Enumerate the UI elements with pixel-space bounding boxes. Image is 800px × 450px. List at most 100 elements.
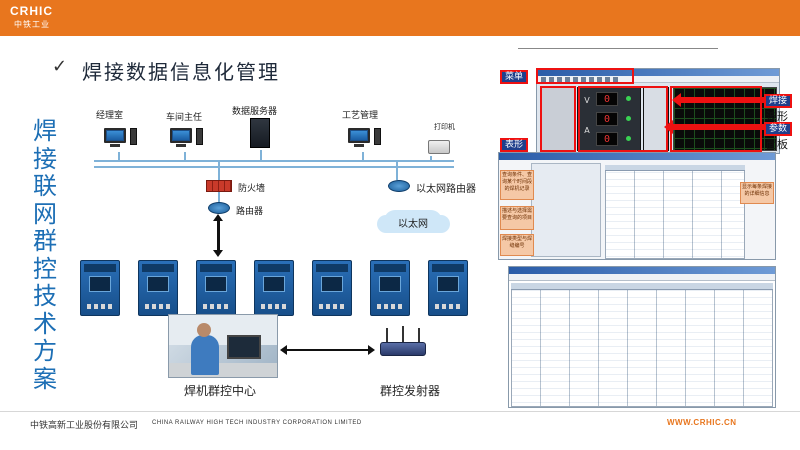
monitor-window: V A 0 0 0 — [536, 68, 780, 154]
arrow-head-down — [213, 250, 223, 257]
arrow-head-right — [368, 345, 375, 355]
digit-display: 0 — [596, 112, 618, 126]
arrow-head-left — [280, 345, 287, 355]
ethernet-router-icon — [388, 180, 410, 192]
query-note: 查询条件、查询某个时间段的焊机记录 — [500, 170, 534, 200]
welder-machine — [138, 260, 178, 316]
select-note: 描述与选择需要查询的项目 — [500, 206, 534, 230]
wave-arrow — [672, 93, 764, 107]
vertical-title-char: 接 — [33, 144, 57, 173]
welder-machine — [428, 260, 468, 316]
antenna-icon — [418, 328, 420, 344]
vertical-title-char: 控 — [33, 254, 57, 283]
welder-machine — [254, 260, 294, 316]
footer-divider — [0, 411, 800, 412]
header-bar — [0, 0, 800, 36]
welder-machine — [370, 260, 410, 316]
weld-tag: 焊接 — [764, 94, 793, 108]
firewall-icon — [206, 180, 232, 192]
antenna-icon — [386, 328, 388, 344]
digit-display: 0 — [596, 132, 618, 146]
param-arrow — [664, 120, 764, 134]
gauge-panel — [541, 87, 575, 151]
network-link — [396, 162, 398, 180]
vertical-title-char: 群 — [33, 227, 57, 255]
control-center-photo — [168, 314, 278, 378]
data-table — [511, 283, 773, 407]
node-label-firewall: 防火墙 — [238, 184, 266, 194]
network-bus — [94, 160, 454, 162]
vertical-title-char: 案 — [33, 364, 57, 393]
amp-label: A — [584, 126, 590, 135]
detail-note: 显示每条焊接的详细信息 — [740, 182, 774, 204]
vertical-title-char: 焊 — [33, 117, 57, 145]
gauge-highlight-box — [540, 86, 576, 152]
vertical-title: 焊 接 联 网 群 控 技 术 方 案 — [30, 117, 60, 393]
bidirectional-arrow — [217, 218, 220, 252]
query-window — [498, 152, 776, 260]
vertical-title-char: 网 — [33, 199, 57, 228]
window-toolbar — [509, 274, 775, 281]
vertical-title-char: 技 — [33, 282, 57, 310]
data-table-window — [508, 266, 776, 408]
bidirectional-arrow — [286, 349, 368, 351]
vertical-title-char: 方 — [33, 337, 57, 365]
panel-label: 面板 — [766, 138, 788, 151]
computer-icon — [348, 122, 388, 152]
window-titlebar — [537, 69, 779, 76]
weld-type-note: 焊接类型与焊缝编号 — [500, 234, 534, 256]
result-table — [605, 165, 745, 259]
window-titlebar — [499, 153, 775, 160]
node-label-transmitter: 群控发射器 — [380, 384, 441, 398]
data-table-header — [511, 283, 773, 290]
printer-icon — [428, 140, 450, 154]
window-titlebar — [509, 267, 775, 274]
computer-icon — [104, 122, 144, 152]
transmitter-icon — [380, 342, 426, 356]
network-link — [260, 150, 262, 162]
network-bus — [94, 166, 454, 168]
node-label-office: 经理室 — [96, 111, 124, 121]
node-label-router: 路由器 — [236, 207, 264, 217]
wave-highlight-box — [670, 86, 762, 152]
menu-highlight-box — [536, 68, 634, 84]
antenna-icon — [402, 326, 404, 342]
param-tag: 参数 — [764, 122, 793, 136]
footer-company-cn: 中铁高新工业股份有限公司 — [30, 421, 139, 431]
check-icon: ✓ — [52, 56, 68, 77]
node-label-control-center: 焊机群控中心 — [184, 384, 257, 398]
volt-label: V — [584, 96, 590, 105]
arrow-head-up — [213, 214, 223, 221]
welder-machine — [80, 260, 120, 316]
status-led — [626, 136, 631, 141]
network-link — [218, 162, 220, 180]
vertical-title-char: 术 — [33, 309, 57, 338]
welder-machine — [312, 260, 352, 316]
node-label-ethernet-router: 以太网路由器 — [416, 184, 476, 195]
status-led — [626, 96, 631, 101]
node-label-data-server: 数据服务器 — [232, 107, 278, 117]
param-highlight-box — [578, 86, 668, 152]
header-divider — [518, 48, 718, 49]
footer-company-en: CHINA RAILWAY HIGH TECH INDUSTRY CORPORA… — [152, 420, 362, 426]
node-label-process-mgmt: 工艺管理 — [342, 111, 379, 121]
node-label-printer: 打印机 — [434, 123, 455, 131]
footer-url-link[interactable]: WWW.CRHIC.CN — [667, 418, 737, 427]
network-link — [362, 152, 364, 162]
param-panel — [643, 87, 669, 151]
window-toolbar — [537, 76, 779, 83]
page-title: 焊接数据信息化管理 — [82, 60, 280, 84]
node-label-ethernet: 以太网 — [398, 219, 428, 230]
menu-tag: 菜单 — [500, 70, 529, 84]
cloud-icon — [384, 210, 442, 232]
vertical-title-char: 联 — [33, 172, 57, 200]
network-diagram: 经理室 车间主任 数据服务器 工艺管理 打印机 防火墙 路由器 以太网路由器 以… — [80, 100, 480, 410]
computer-icon — [170, 122, 210, 152]
network-link — [430, 156, 432, 162]
router-icon — [208, 202, 230, 214]
network-link — [218, 192, 220, 204]
logo-subtext: 中铁工业 — [14, 20, 50, 29]
digit-display: 0 — [596, 92, 618, 106]
status-led — [626, 116, 631, 121]
query-form — [531, 163, 601, 257]
